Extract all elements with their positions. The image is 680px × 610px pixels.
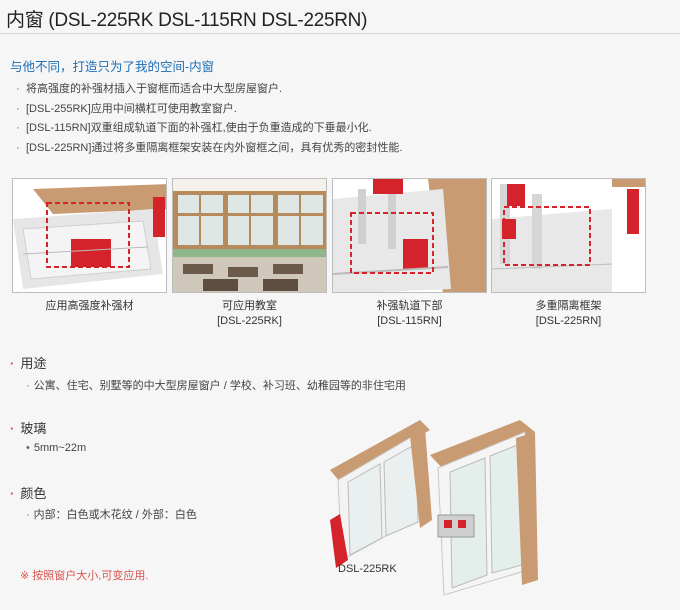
bottom-rail-image <box>332 178 487 293</box>
classroom-image <box>172 178 327 293</box>
window-product-image <box>320 410 550 600</box>
gallery-card-classroom: 可应用教室 [DSL-225RK] <box>172 178 327 329</box>
feature-list: ·将高强度的补强材插入于窗框而适合中大型房屋窗户. ·[DSL-255RK]应用… <box>16 80 402 158</box>
size-note: ※ 按照窗户大小,可变应用. <box>20 570 149 582</box>
feature-item: ·将高强度的补强材插入于窗框而适合中大型房屋窗户. <box>16 83 283 95</box>
gallery-caption: 补强轨道下部 [DSL-115RN] <box>376 300 443 327</box>
feature-item: ·[DSL-255RK]应用中间横杠可使用教室窗户. <box>16 102 237 115</box>
gallery-card-bottom-rail: 补强轨道下部 [DSL-115RN] <box>332 178 487 329</box>
glass-text: •5mm~22m <box>26 442 87 454</box>
gallery-card-isolation-frame: 多重隔离框架 [DSL-225RN] <box>491 178 646 329</box>
model-label: DSL-225RK <box>338 563 397 575</box>
isolation-frame-image <box>491 178 646 293</box>
gallery-card-reinforcement: 应用高强度补强材 <box>12 178 167 314</box>
feature-item: ·[DSL-115RN]双重组成轨道下面的补强杠,使由于负重造成的下垂最小化. <box>16 122 372 134</box>
usage-text: ·公寓、住宅、别墅等的中大型房屋窗户 / 学校、补习班、幼稚园等的非住宅用 <box>26 380 406 392</box>
glass-label: ·玻璃 <box>10 421 47 436</box>
gallery-caption: 应用高强度补强材 <box>45 300 134 312</box>
usage-label: ·用途 <box>10 356 47 371</box>
page-title: 内窗 (DSL-225RK DSL-115RN DSL-225RN) <box>6 10 368 31</box>
gallery-caption: 可应用教室 [DSL-225RK] <box>217 300 282 327</box>
feature-item: ·[DSL-225RN]通过将多重隔离框架安装在内外窗框之间，具有优秀的密封性能… <box>16 141 403 154</box>
page-header: 内窗 (DSL-225RK DSL-115RN DSL-225RN) <box>0 0 680 34</box>
feature-gallery: 应用高强度补强材 <box>12 178 672 338</box>
color-text: ·内部：白色或木花纹 / 外部：白色 <box>26 509 197 521</box>
reinforcement-image <box>12 178 167 293</box>
gallery-caption: 多重隔离框架 [DSL-225RN] <box>535 300 602 327</box>
color-label: ·颜色 <box>10 486 47 501</box>
intro-heading: 与他不同，打造只为了我的空间-内窗 <box>10 60 215 74</box>
